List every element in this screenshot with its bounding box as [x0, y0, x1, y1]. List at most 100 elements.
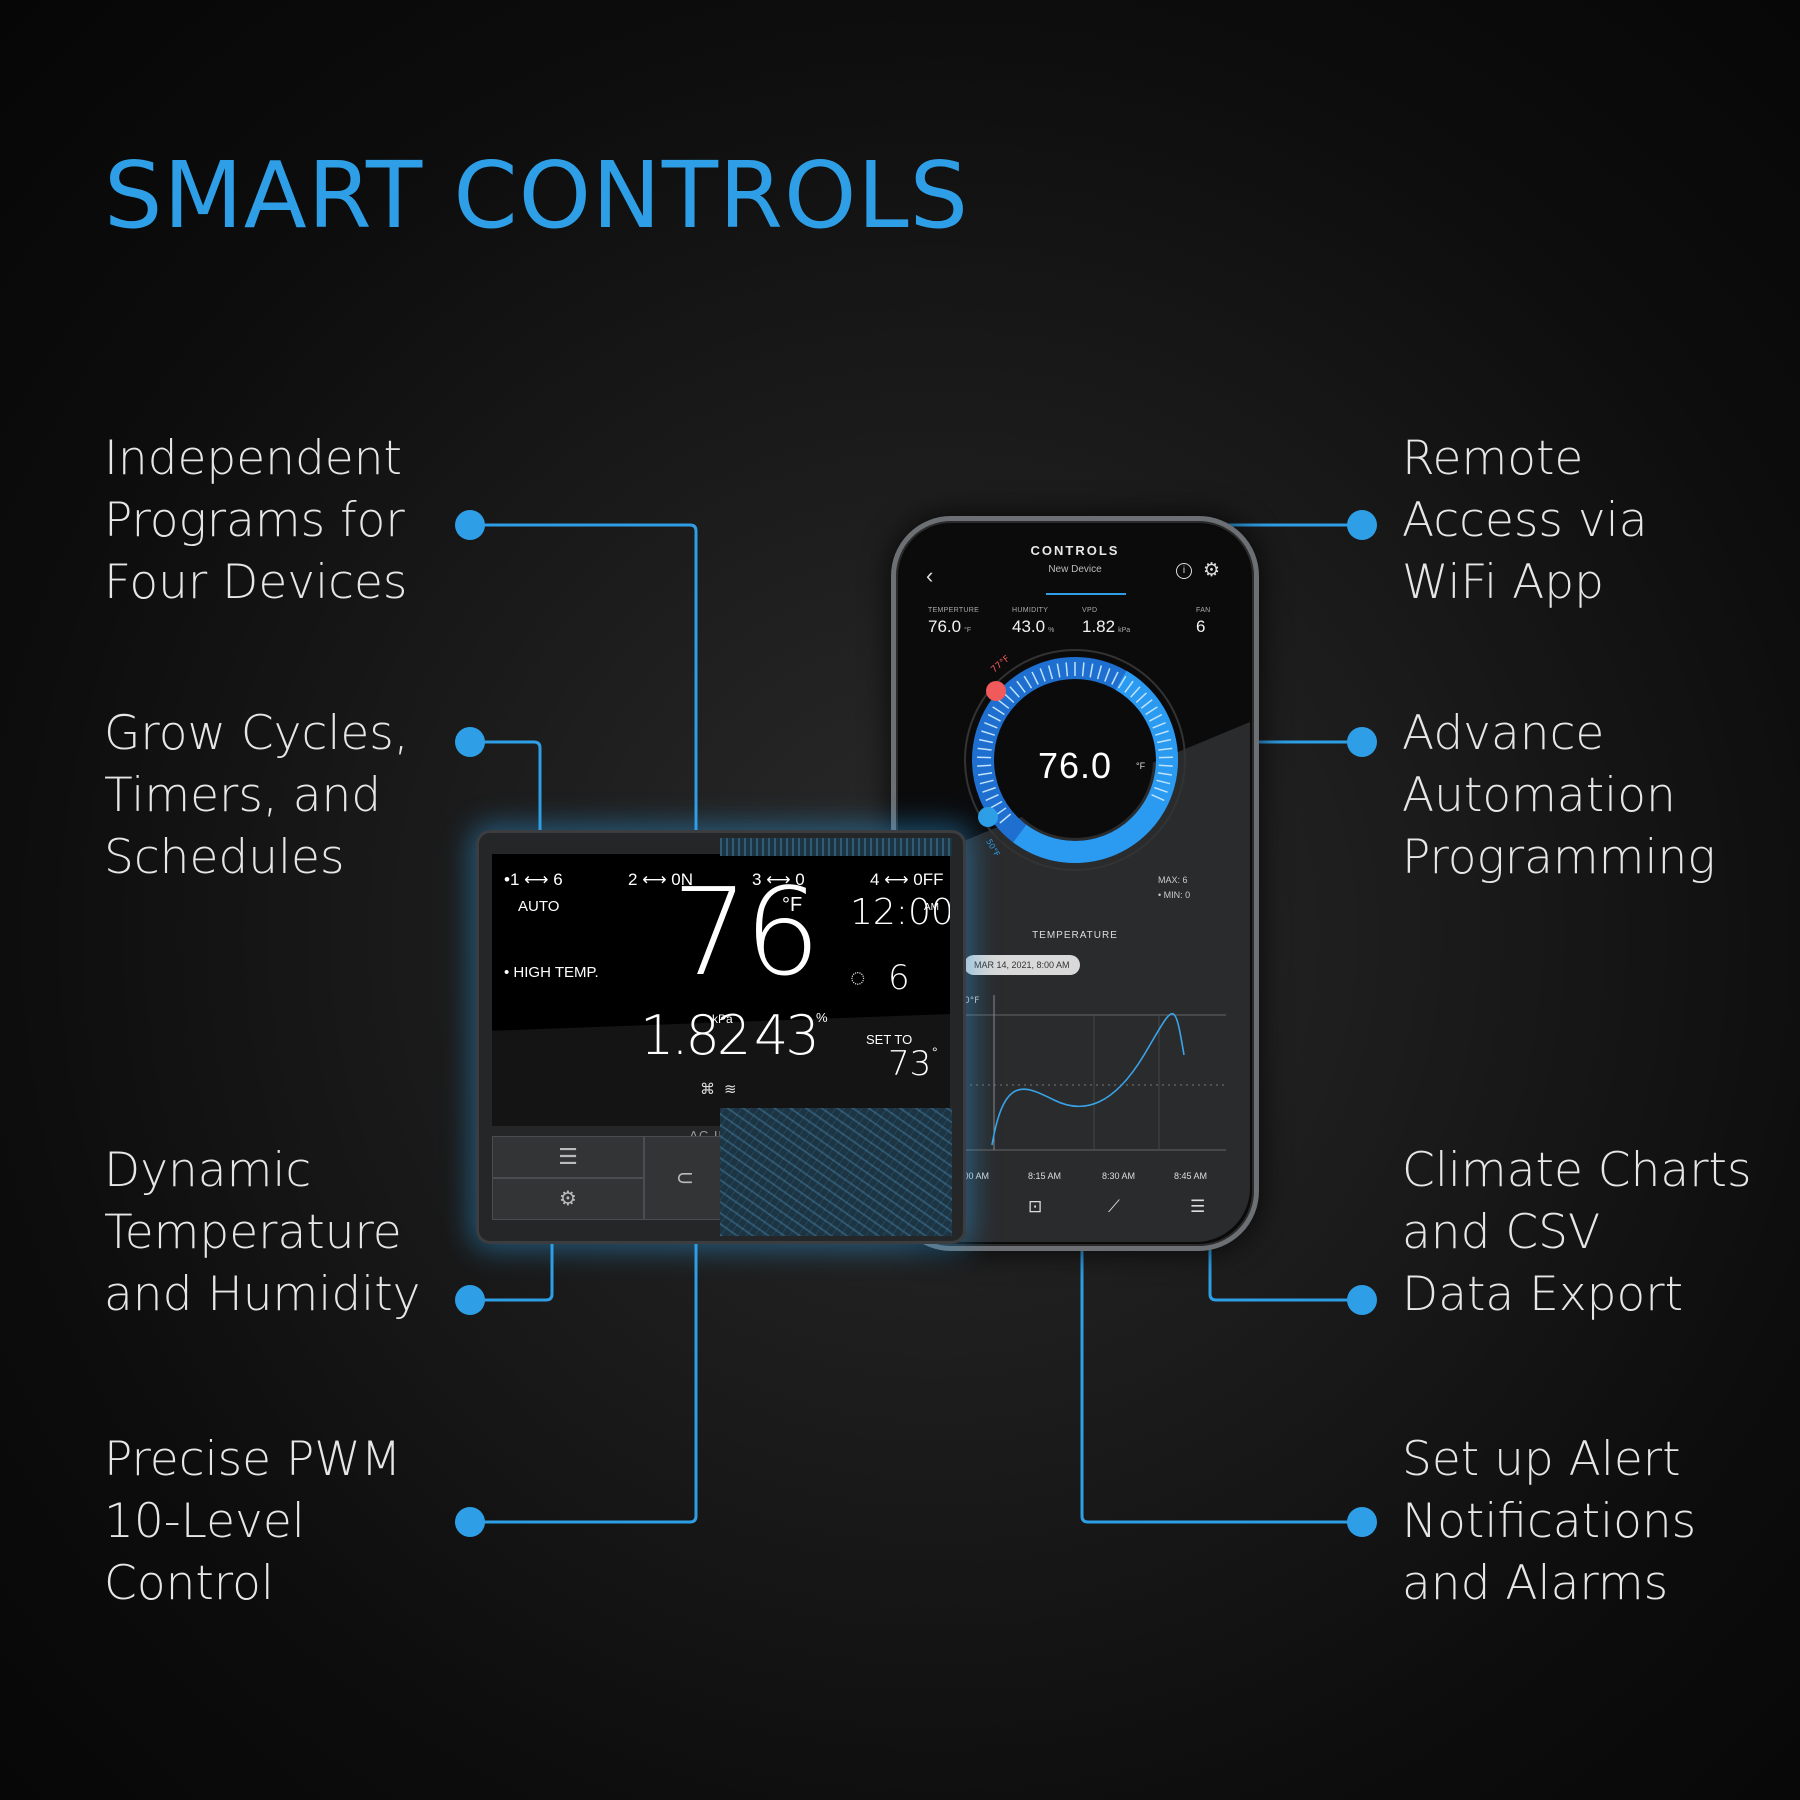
menu-button[interactable]: ☰	[492, 1136, 644, 1178]
fan-level-reading: 6	[888, 958, 910, 998]
feature-alert-notifications: Set up Alert Notifications and Alarms	[1402, 1432, 1697, 1611]
clock-ampm: AM	[924, 902, 939, 913]
temperature-gauge: 77°F 50°F	[964, 649, 1186, 871]
gauge-tick	[1047, 665, 1054, 680]
connector-line	[1080, 1240, 1362, 1524]
gauge-tick	[1158, 764, 1173, 767]
connector-line	[470, 740, 542, 830]
gauge-tick	[1096, 665, 1103, 680]
gauge-tick	[978, 772, 993, 776]
connector-dot	[455, 510, 485, 540]
stat-temperature: TEMPERTURE 76.0°F	[928, 607, 979, 637]
back-icon[interactable]: ‹	[926, 563, 934, 588]
connector-dot	[455, 1285, 485, 1315]
info-icon[interactable]: i	[1176, 563, 1192, 579]
connector-line	[470, 1244, 698, 1524]
controller-lcd: •1 ⟷ 6 2 ⟷ 0N 3 ⟷ 0 4 ⟷ 0FF AUTO • HIGH …	[492, 854, 950, 1126]
gauge-tick	[997, 699, 1010, 709]
stat-unit: °F	[964, 627, 972, 634]
fan-min-max: MAX: 6 • MIN: 0	[1158, 873, 1190, 903]
chart-icon[interactable]: ⟋	[1108, 1197, 1120, 1216]
chart-y-label: 0°F	[964, 996, 979, 1006]
temperature-reading: 76	[672, 864, 821, 1003]
gauge-tick	[1155, 730, 1169, 736]
humidity-unit: %	[816, 1010, 828, 1025]
gauge-tick	[1081, 662, 1085, 677]
feature-grow-cycles: Grow Cycles, Timers, and Schedules	[104, 706, 409, 885]
gauge-tick	[979, 779, 994, 785]
fan-icon: ◌	[850, 962, 866, 992]
connector-dot	[1347, 727, 1377, 757]
toggle-icon: ⊂	[675, 1165, 695, 1190]
stat-unit: %	[1048, 627, 1055, 634]
feature-dynamic-temperature: Dynamic Temperature and Humidity	[104, 1143, 421, 1322]
min-label: • MIN: 0	[1158, 890, 1191, 900]
wifi-icon: ≋	[724, 1081, 737, 1098]
gauge-tick	[1154, 786, 1168, 793]
port-value: 0	[795, 870, 805, 889]
connector-dot	[1347, 1285, 1377, 1315]
port-value: 6	[553, 870, 563, 889]
stat-label: TEMPERTURE	[928, 607, 980, 614]
port-number: 2	[628, 870, 638, 889]
temperature-unit: °F	[782, 894, 803, 916]
connector-dot	[455, 1507, 485, 1537]
tab-underline	[1046, 593, 1126, 595]
stat-label: VPD	[1082, 607, 1098, 614]
vpd-unit: kPa	[712, 1012, 733, 1026]
auto-icon[interactable]: ⊡	[1028, 1197, 1043, 1216]
gauge-tick	[1149, 713, 1163, 722]
mode-button[interactable]: ⊂	[644, 1136, 726, 1220]
gear-icon[interactable]: ⚙	[1203, 560, 1221, 581]
port-4: 4 ⟷ 0FF	[870, 870, 944, 889]
time-label: 8:30 AM	[1102, 1171, 1136, 1181]
feature-precise-pwm: Precise PWM 10-Level Control	[104, 1432, 402, 1611]
phone-subtitle[interactable]: New Device	[1048, 564, 1102, 575]
gauge-value: 76.0	[1038, 745, 1113, 786]
connector-dot	[455, 727, 485, 757]
gauge-tick	[977, 764, 992, 767]
phone-stats: TEMPERTURE 76.0°F HUMIDITY 43.0% VPD 1.8…	[928, 607, 1230, 647]
gear-icon: ⚙	[559, 1188, 577, 1210]
gauge-tick	[1016, 680, 1026, 693]
gauge-tick	[1065, 662, 1069, 677]
gauge-tick	[1111, 671, 1119, 685]
port-number: 4	[870, 870, 880, 889]
settings-button[interactable]: ⚙	[492, 1178, 644, 1220]
time-label: 8:15 AM	[1028, 1171, 1062, 1181]
chart-date-pill[interactable]: MAR 14, 2021, 8:00 AM	[964, 955, 1080, 975]
gauge-tick	[984, 721, 998, 729]
gauge-tick	[987, 713, 1001, 722]
stat-value: 43.0	[1012, 617, 1046, 636]
gauge-high-marker	[986, 681, 1006, 701]
connector-line	[470, 1244, 554, 1302]
stat-label: FAN	[1196, 607, 1211, 614]
alert-label: • HIGH TEMP.	[504, 964, 599, 981]
gauge-tick	[982, 786, 996, 793]
gauge-unit: °F	[1136, 761, 1146, 771]
circuit-board-strip	[720, 838, 952, 856]
temperature-curve	[991, 1012, 1185, 1146]
stat-unit: kPa	[1118, 627, 1131, 634]
port-1: •1 ⟷ 6	[504, 870, 563, 889]
connector-line	[470, 523, 698, 830]
set-to-label: SET TO	[866, 1032, 913, 1047]
gauge-tick	[1130, 686, 1141, 698]
stat-humidity: HUMIDITY 43.0%	[1012, 607, 1054, 637]
phone-title: CONTROLS	[1030, 543, 1120, 558]
port-value: 0FF	[913, 870, 944, 889]
set-to-value: 73	[888, 1044, 932, 1084]
phone-header: CONTROLS New Device	[900, 543, 1250, 575]
gauge-tick	[1124, 680, 1134, 693]
gauge-tick	[999, 813, 1012, 824]
gauge-tick	[1023, 675, 1033, 689]
stat-label: HUMIDITY	[1012, 607, 1049, 614]
gauge-tick	[1157, 772, 1172, 776]
port-value: 0N	[671, 870, 694, 889]
lcd-lower-panel	[492, 1014, 950, 1126]
list-icon[interactable]: ☰	[1190, 1197, 1206, 1216]
bluetooth-icon: ⌘	[700, 1081, 715, 1098]
gauge-tick	[1157, 738, 1172, 744]
gauge-tick	[977, 747, 992, 751]
